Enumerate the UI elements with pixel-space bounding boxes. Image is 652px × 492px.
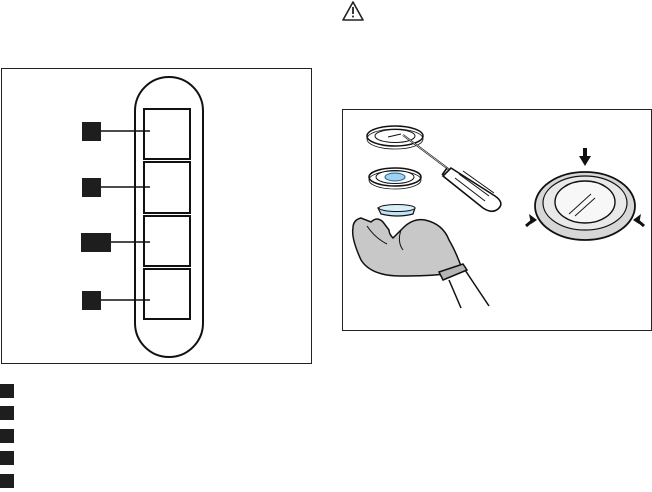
callout-marker-3 xyxy=(81,233,111,252)
warning-icon xyxy=(342,1,364,21)
metal-ring-icon xyxy=(369,168,421,189)
gloved-hand-icon xyxy=(353,218,489,308)
glass-cover-disc-icon xyxy=(367,126,423,149)
callout-marker-4 xyxy=(82,291,101,310)
callout-marker-2 xyxy=(82,178,101,197)
control-button-1 xyxy=(144,109,190,159)
legend-marker-1 xyxy=(0,384,14,398)
legend-marker-3 xyxy=(0,429,14,443)
lens-icon xyxy=(378,205,415,217)
legend-marker-5 xyxy=(0,474,14,488)
assembled-lamp-cover-icon xyxy=(535,172,635,240)
control-button-4 xyxy=(144,269,190,319)
callout-marker-1 xyxy=(82,122,101,141)
control-button-2 xyxy=(144,162,190,213)
control-button-3 xyxy=(144,216,190,266)
control-panel-figure xyxy=(1,68,312,364)
legend-marker-2 xyxy=(0,406,14,420)
legend-marker-4 xyxy=(0,451,14,465)
lamp-cover-figure xyxy=(342,109,652,331)
